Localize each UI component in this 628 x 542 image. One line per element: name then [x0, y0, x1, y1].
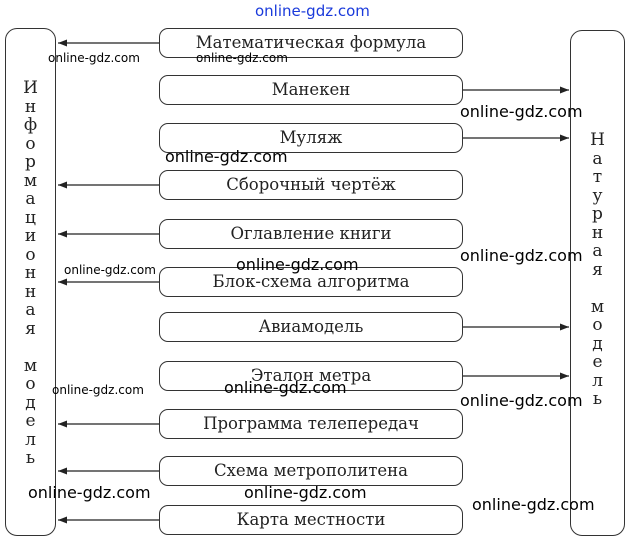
- watermark: online-gdz.com: [28, 483, 151, 502]
- arrow-left: [58, 181, 159, 189]
- arrow-right: [463, 86, 569, 94]
- watermark: online-gdz.com: [236, 255, 359, 274]
- model-item: Эталон метра: [159, 361, 463, 391]
- watermark: online-gdz.com: [460, 102, 583, 121]
- watermark: online-gdz.com: [255, 2, 370, 20]
- watermark: online-gdz.com: [460, 246, 583, 265]
- model-item: Карта местности: [159, 505, 463, 535]
- watermark: online-gdz.com: [460, 391, 583, 410]
- arrow-left: [58, 230, 159, 238]
- arrow-right: [463, 323, 569, 331]
- model-item: Математическая формула: [159, 28, 463, 58]
- arrow-right: [463, 134, 569, 142]
- model-item: Сборочный чертёж: [159, 170, 463, 200]
- model-item: Муляж: [159, 123, 463, 153]
- model-item: Авиамодель: [159, 312, 463, 342]
- model-item: Схема метрополитена: [159, 456, 463, 486]
- arrow-left: [58, 516, 159, 524]
- watermark: online-gdz.com: [244, 483, 367, 502]
- watermark: online-gdz.com: [64, 263, 156, 277]
- arrow-right: [463, 372, 569, 380]
- watermark: online-gdz.com: [472, 495, 595, 514]
- arrow-left: [58, 467, 159, 475]
- watermark: online-gdz.com: [48, 51, 140, 65]
- arrow-left: [58, 420, 159, 428]
- watermark: online-gdz.com: [196, 51, 288, 65]
- arrow-left: [58, 39, 159, 47]
- arrow-left: [58, 278, 159, 286]
- watermark: online-gdz.com: [165, 147, 288, 166]
- model-item: Оглавление книги: [159, 219, 463, 249]
- model-item: Блок-схема алгоритма: [159, 267, 463, 297]
- watermark: online-gdz.com: [52, 383, 144, 397]
- model-item: Программа телепередач: [159, 409, 463, 439]
- watermark: online-gdz.com: [224, 378, 347, 397]
- model-item: Манекен: [159, 75, 463, 105]
